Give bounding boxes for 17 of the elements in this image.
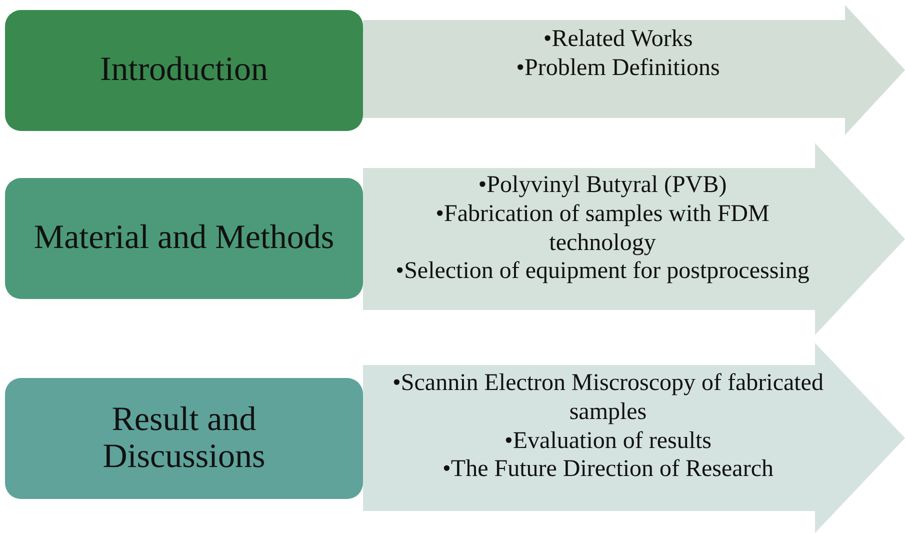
stage-title: Introduction (100, 52, 268, 89)
stage-title: Material and Methods (34, 220, 334, 257)
stage-box (5, 10, 363, 131)
bullet-item: •Fabrication of samples with FDM technology (434, 200, 770, 258)
pointed-banner (363, 343, 905, 533)
bullet-item: •Scannin Electron Miscroscopy of fabricated samples (392, 369, 824, 427)
bullet-item: •Polyvinyl Butyral (PVB) (477, 171, 728, 200)
pointed-banner (363, 5, 905, 135)
bullet-item: •The Future Direction of Research (442, 455, 774, 484)
bullet-item: •Selection of equipment for postprocessing (394, 257, 810, 286)
stage-box (5, 178, 363, 299)
stage-box (5, 378, 363, 499)
bullet-item: •Related Works (542, 25, 694, 54)
stage-title: Result and Discussions (102, 402, 266, 476)
bullet-item: •Evaluation of results (503, 426, 713, 456)
pointed-banner (363, 143, 905, 335)
bullet-item: •Problem Definitions (515, 54, 721, 83)
